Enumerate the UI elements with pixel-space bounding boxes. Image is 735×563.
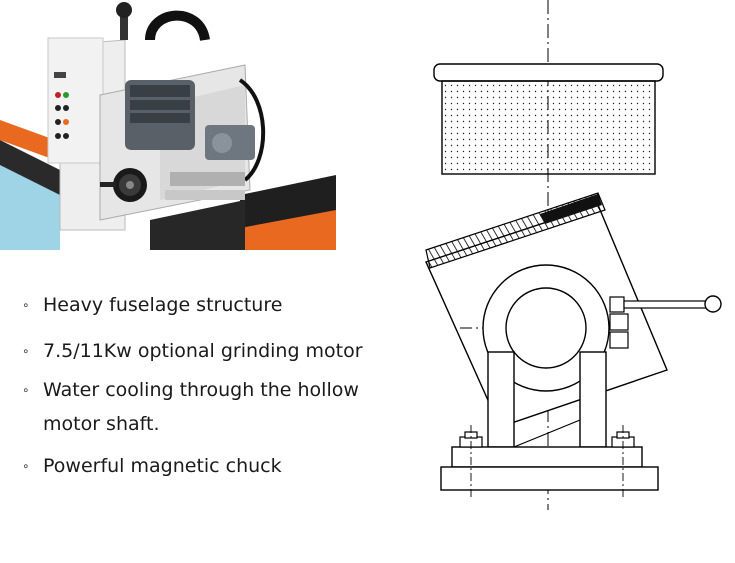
feature-text: Powerful magnetic chuck [43,455,282,477]
bullet-icon: ∘ [22,383,30,397]
machine-photo [0,0,336,250]
technical-drawing [425,0,722,510]
grinding-wheel-block [433,63,664,175]
feature-item: ∘ 7.5/11Kw optional grinding motor [22,334,402,368]
feature-item: ∘ Heavy fuselage structure [22,288,402,322]
feature-item: ∘ Water cooling through the hollow motor… [22,373,402,441]
base-plate [440,425,659,500]
bullet-icon: ∘ [22,298,30,312]
feature-item: ∘ Powerful magnetic chuck [22,449,402,483]
feature-text: Water cooling through the hollow motor s… [43,379,359,435]
bullet-icon: ∘ [22,459,30,473]
support-stand [487,351,607,448]
lever-handle [609,295,722,349]
feature-text: Heavy fuselage structure [43,294,283,316]
feature-list: ∘ Heavy fuselage structure ∘ 7.5/11Kw op… [22,288,402,483]
feature-text: 7.5/11Kw optional grinding motor [43,340,363,362]
handwheel-icon [100,168,147,202]
bullet-icon: ∘ [22,344,30,358]
